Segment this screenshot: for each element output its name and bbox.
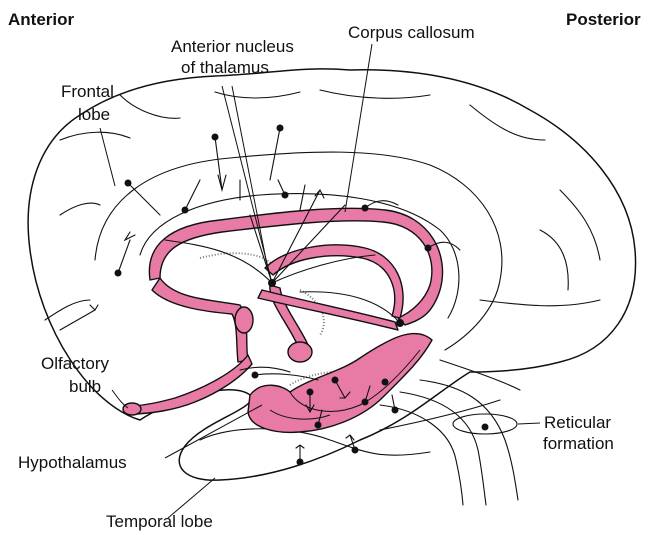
posterior-label: Posterior <box>566 10 641 29</box>
hypothalamus-label: Hypothalamus <box>18 453 127 472</box>
frontal-lobe-leader <box>100 128 115 186</box>
olfactory-bulb-shape <box>123 403 141 415</box>
septal-nucleus <box>235 307 253 333</box>
frontal-lobe-label: Frontal <box>61 82 114 101</box>
neuron-dot <box>382 379 389 386</box>
reticular-formation-label-line2: formation <box>543 434 614 453</box>
septal-column <box>152 278 248 362</box>
olfactory-tract <box>130 355 252 414</box>
hypothalamus-leader <box>165 405 262 458</box>
anterior-nucleus-leader-2 <box>232 86 268 270</box>
reticular-formation-label: Reticular <box>544 413 611 432</box>
frontal-lobe-label-line2: lobe <box>78 105 110 124</box>
leader-lines <box>100 44 540 518</box>
limbic-structures <box>123 208 443 432</box>
mammillary-body <box>288 342 312 362</box>
anterior-nucleus-label-line2: of thalamus <box>181 58 269 77</box>
anterior-label: Anterior <box>8 10 75 29</box>
temporal-lobe-label: Temporal lobe <box>106 512 213 531</box>
corpus-callosum-label: Corpus callosum <box>348 23 475 42</box>
stippled-shading <box>200 253 360 385</box>
labels: Anterior Posterior Anterior nucleus of t… <box>8 10 641 531</box>
olfactory-bulb-label: Olfactory <box>41 354 110 373</box>
anterior-nucleus-label: Anterior nucleus <box>171 37 294 56</box>
neuron-dot <box>482 424 489 431</box>
reticular-formation-leader <box>518 423 540 424</box>
olfactory-bulb-label-line2: bulb <box>69 377 101 396</box>
